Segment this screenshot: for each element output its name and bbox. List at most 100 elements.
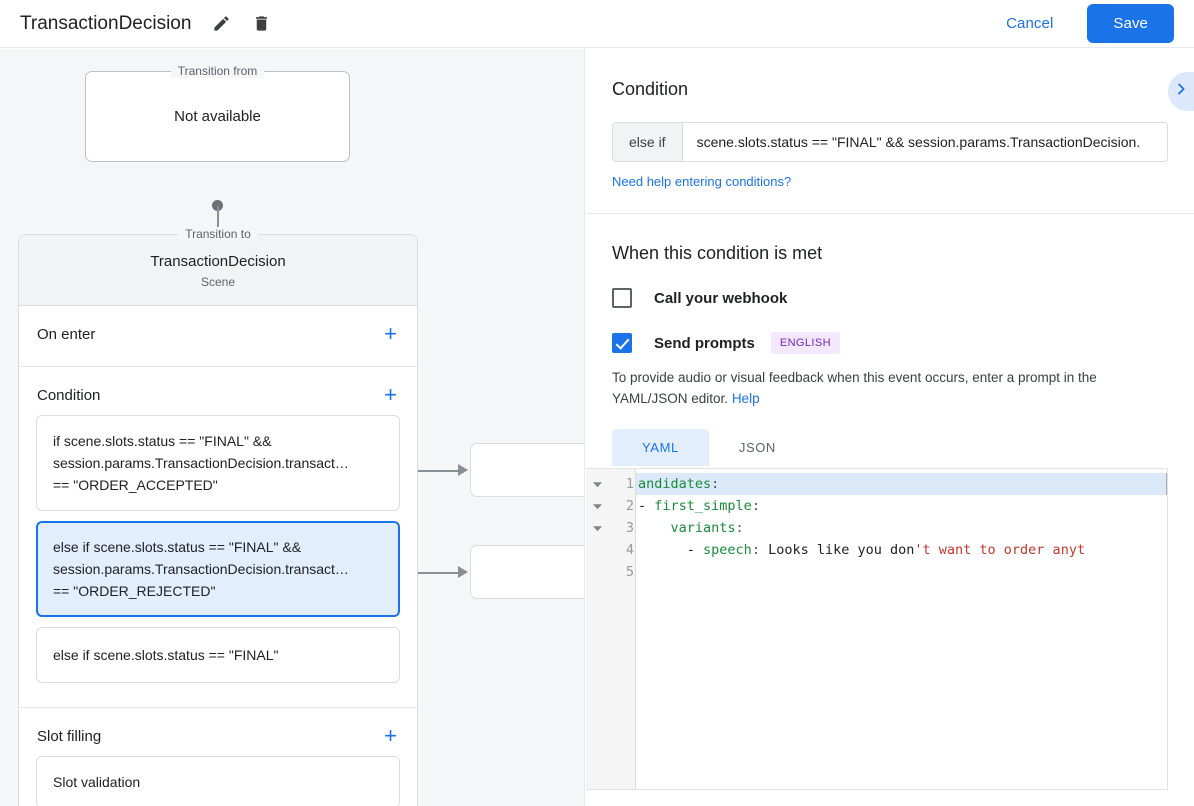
condition-help-link[interactable]: Need help entering conditions?: [612, 174, 792, 189]
section-header: On enter +: [19, 306, 417, 362]
call-webhook-checkbox[interactable]: [612, 288, 632, 308]
line-number: 5: [625, 564, 634, 580]
code-line[interactable]: - speech: Looks like you don't want to o…: [636, 539, 1167, 561]
fold-toggle-icon[interactable]: [586, 517, 608, 539]
line-number: 4: [625, 542, 634, 558]
code-area[interactable]: andidates:- first_simple: variants: - sp…: [636, 469, 1167, 789]
code-editor[interactable]: 1 2 3 4 5 andidates:- first_simple: variants…: [586, 468, 1168, 790]
top-bar: TransactionDecision Cancel Save: [0, 0, 1194, 48]
branch-target-box[interactable]: [470, 545, 584, 599]
language-badge: ENGLISH: [770, 332, 840, 354]
transition-to-title: TransactionDecision: [150, 253, 286, 270]
code-token-str: 't want to order anyt: [914, 542, 1086, 558]
call-webhook-row[interactable]: Call your webhook: [612, 288, 1168, 308]
when-condition-met-section: When this condition is met Call your web…: [586, 214, 1194, 466]
code-token-punc: :: [711, 476, 720, 492]
condition-item[interactable]: else if scene.slots.status == "FINAL": [36, 627, 400, 683]
add-condition-button[interactable]: +: [384, 382, 397, 407]
scene-detail-card: Transition to TransactionDecision Scene …: [18, 227, 418, 806]
add-slot-filling-button[interactable]: +: [384, 723, 397, 748]
cancel-button[interactable]: Cancel: [990, 6, 1069, 41]
save-button[interactable]: Save: [1087, 4, 1174, 43]
when-condition-met-heading: When this condition is met: [612, 243, 823, 263]
send-prompts-label: Send prompts: [654, 334, 755, 352]
page-title: TransactionDecision: [20, 12, 192, 34]
condition-text-line: == "ORDER_REJECTED": [53, 583, 216, 599]
code-line[interactable]: andidates:: [636, 473, 1167, 495]
edit-button[interactable]: [207, 10, 235, 38]
tab-yaml[interactable]: YAML: [612, 429, 709, 466]
code-token-key: variants: [670, 520, 736, 536]
transition-from-legend: Transition from: [170, 64, 265, 78]
branch-target-box[interactable]: [470, 443, 584, 497]
condition-text-line: session.params.TransactionDecision.trans…: [53, 561, 349, 577]
canvas-section: Slot filling + Slot validation: [19, 708, 417, 806]
canvas-sections: On enter + Condition + if scene.slots.status…: [19, 306, 417, 806]
branch-arrow-icon: [458, 566, 468, 578]
condition-input-row: else if: [612, 122, 1168, 162]
line-number: 1: [625, 476, 634, 492]
send-prompts-row[interactable]: Send prompts ENGLISH: [612, 332, 1168, 354]
condition-expression-input[interactable]: [682, 123, 1167, 161]
prompt-hint-body: To provide audio or visual feedback when…: [612, 370, 1097, 406]
section-header: Slot filling +: [19, 708, 417, 756]
code-line[interactable]: - first_simple:: [636, 495, 1167, 517]
code-token-key: speech: [703, 542, 752, 558]
condition-text-line: if scene.slots.status == "FINAL" &&: [53, 433, 272, 449]
chevron-right-icon: [1173, 81, 1189, 102]
panel-collapse-button[interactable]: [1168, 72, 1194, 111]
branch-line: [399, 571, 461, 574]
fold-toggle-icon[interactable]: [586, 473, 608, 495]
section-title: On enter: [37, 325, 96, 343]
prompt-hint-text: To provide audio or visual feedback when…: [612, 367, 1168, 409]
fold-spacer: [586, 539, 608, 561]
condition-heading: Condition: [612, 79, 689, 99]
branch-line: [399, 469, 461, 472]
section-title: Condition: [37, 386, 101, 404]
condition-text-line: else if scene.slots.status == "FINAL": [53, 647, 279, 663]
slot-filling-item[interactable]: Slot validation: [36, 756, 400, 806]
code-token-punc: :: [751, 498, 760, 514]
line-number: 3: [625, 520, 634, 536]
fold-toggle-icon[interactable]: [586, 495, 608, 517]
prompt-help-link[interactable]: Help: [731, 391, 760, 406]
condition-prefix-label: else if: [613, 123, 683, 161]
transition-from-node[interactable]: Transition from Not available: [85, 64, 350, 162]
canvas-section: On enter +: [19, 306, 417, 367]
transition-from-value: Not available: [174, 108, 261, 125]
delete-button[interactable]: [247, 10, 275, 38]
editor-format-tabs: YAML JSON: [612, 429, 1168, 466]
fold-spacer: [586, 561, 608, 583]
line-number: 2: [625, 498, 634, 514]
call-webhook-label: Call your webhook: [654, 289, 788, 307]
condition-text-line: else if scene.slots.status == "FINAL" &&: [53, 539, 302, 555]
condition-item[interactable]: if scene.slots.status == "FINAL" && sessi…: [36, 415, 400, 511]
tab-json[interactable]: JSON: [738, 440, 776, 455]
condition-text-line: session.params.TransactionDecision.trans…: [53, 455, 349, 471]
code-token-punc: :: [751, 542, 769, 558]
code-token-plain: -: [638, 498, 655, 514]
transition-to-legend: Transition to: [178, 227, 258, 241]
transition-to-node[interactable]: Transition to TransactionDecision Scene: [19, 227, 417, 306]
add-on-enter-button[interactable]: +: [384, 321, 397, 346]
topbar-actions: Cancel Save: [990, 4, 1174, 43]
condition-section: Condition else if Need help entering con…: [586, 49, 1194, 213]
section-title: Slot filling: [37, 727, 102, 745]
trash-icon: [252, 14, 271, 33]
code-line[interactable]: [636, 561, 1167, 583]
code-token-plain: Looks like you don: [768, 542, 915, 558]
pencil-icon: [212, 14, 231, 33]
branch-arrow-icon: [458, 464, 468, 476]
section-header: Condition +: [19, 367, 417, 415]
condition-text-line: Slot validation: [53, 774, 141, 790]
condition-text-line: == "ORDER_ACCEPTED": [53, 477, 218, 493]
condition-item[interactable]: else if scene.slots.status == "FINAL" &&…: [36, 521, 400, 617]
send-prompts-checkbox[interactable]: [612, 333, 632, 353]
panel-divider: [586, 213, 1194, 214]
line-number-gutter: 1 2 3 4 5: [608, 469, 636, 789]
code-token-plain: [638, 520, 671, 536]
code-line[interactable]: variants:: [636, 517, 1167, 539]
code-token-punc: :: [735, 520, 744, 536]
transition-to-subtitle: Scene: [200, 275, 236, 289]
code-token-plain: -: [638, 542, 704, 558]
